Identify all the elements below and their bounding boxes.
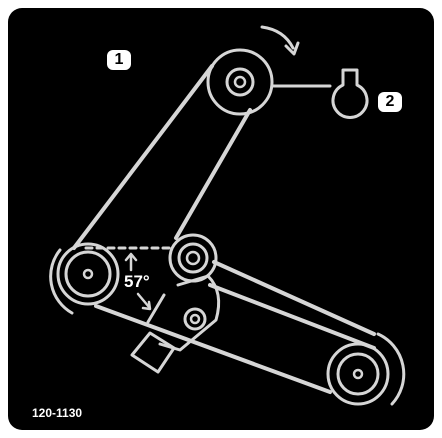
belt-lower-top xyxy=(212,260,376,336)
middle-idler-pulley xyxy=(168,233,218,283)
belt-lower-bottom xyxy=(94,304,332,394)
callout-2: 2 xyxy=(378,92,402,112)
angle-reference-line xyxy=(146,293,166,324)
angle-arrow-down xyxy=(136,292,151,309)
callout-1: 1 xyxy=(107,50,131,70)
bottom-right-pulley xyxy=(326,342,390,406)
top-drive-pulley xyxy=(206,48,274,116)
bottom-right-pulley-belt-wrap xyxy=(376,332,406,406)
key-icon xyxy=(331,68,369,119)
part-number: 120-1130 xyxy=(32,406,83,420)
tensioner-pivot xyxy=(183,307,207,331)
rotation-arrow-icon xyxy=(260,25,295,50)
safety-decal xyxy=(8,8,434,430)
angle-label: 57° xyxy=(124,272,150,291)
left-pulley xyxy=(56,242,120,306)
tensioner-arm xyxy=(158,274,221,352)
belt-idler-segment xyxy=(208,283,376,350)
belt-upper-right xyxy=(174,108,252,240)
belt-upper-left xyxy=(72,64,214,250)
tensioner-bracket xyxy=(130,331,176,374)
left-pulley-belt-wrap xyxy=(49,248,74,315)
